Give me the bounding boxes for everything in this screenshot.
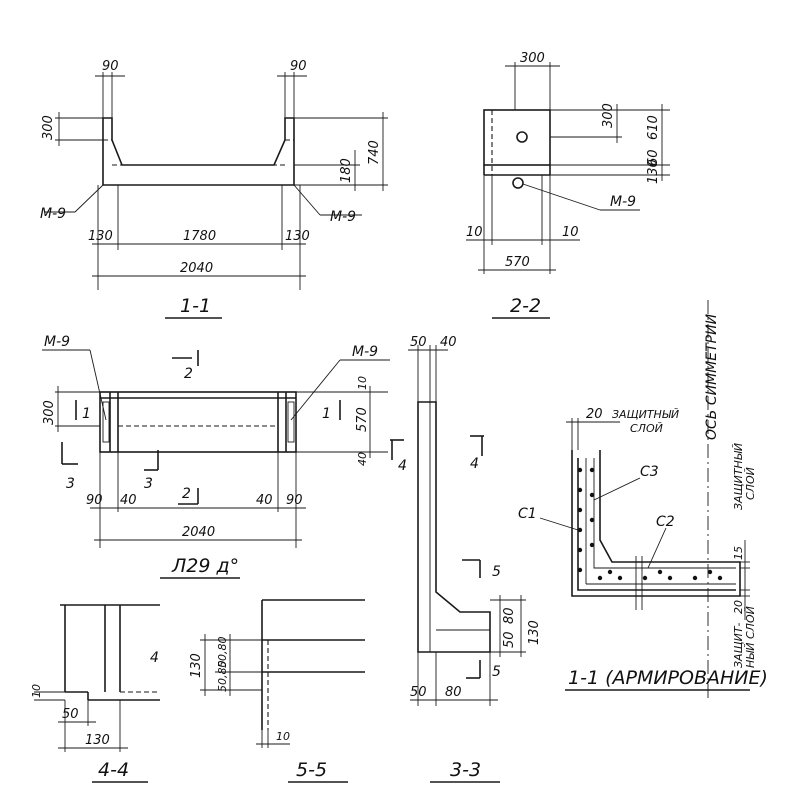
dim-2-2-610: 610 — [646, 115, 661, 140]
dim-3-3-50-side: 50 — [502, 631, 517, 648]
view-3-3-title: 3-3 — [450, 759, 481, 781]
dim-plan-90-right: 90 — [286, 493, 303, 508]
dim-2-2-130: 130 — [646, 159, 661, 184]
dim-2-2-60: 60 — [646, 149, 661, 166]
section-mark-5-top: 5 — [492, 564, 501, 580]
dim-plan-40-mid: 40 — [256, 493, 273, 508]
section-mark-1-left: 1 — [82, 406, 91, 422]
dim-3-3-80-side: 80 — [502, 607, 517, 624]
view-4-4-title: 4-4 — [98, 759, 129, 781]
dim-5-5-10: 10 — [276, 730, 290, 743]
dim-plan-40-left: 40 — [120, 493, 137, 508]
dim-1-1-2040: 2040 — [180, 261, 213, 276]
dim-plan-40-right: 40 — [356, 452, 369, 466]
dim-1-1-740: 740 — [367, 140, 382, 165]
plan-outline — [99, 391, 297, 453]
cover-top-label: ЗАЩИТНЫЙ — [612, 408, 679, 421]
view-plan: М-9 М-9 300 10 570 40 2 2 1 1 3 3 — [42, 334, 407, 579]
view-2-2-title: 2-2 — [510, 295, 541, 317]
dim-3-3-50-bottom: 50 — [410, 685, 427, 700]
section-mark-3-right: 3 — [144, 476, 153, 492]
dim-3-3-80-bottom: 80 — [445, 685, 462, 700]
view-reinforcement-title: 1-1 (АРМИРОВАНИЕ) — [568, 667, 768, 689]
dim-1-1-1780: 1780 — [183, 229, 216, 244]
dim-reinf-15: 15 — [732, 546, 745, 560]
view-3-3-outline — [417, 401, 491, 653]
view-reinforcement: ОСЬ СИММЕТРИИ 20 ЗАЩИТНЫЙ СЛОЙ — [518, 300, 768, 700]
axis-label: ОСЬ СИММЕТРИИ — [704, 313, 720, 440]
section-mark-5-bottom: 5 — [492, 664, 501, 680]
view-1-1-title: 1-1 — [180, 295, 211, 317]
dim-3-3-130-side: 130 — [527, 620, 542, 645]
rebar-dots — [577, 467, 723, 581]
section-mark-1-right: 1 — [322, 406, 331, 422]
mark-2-2-m9: М-9 — [610, 194, 636, 210]
cover-side-label-2: СЛОЙ — [744, 467, 757, 500]
view-1-1-outline — [102, 117, 295, 186]
section-mark-4-33: 4 — [470, 456, 479, 472]
dim-1-1-90-right: 90 — [290, 59, 307, 74]
dim-plan-570: 570 — [355, 407, 370, 432]
view-4-4: 4 10 50 130 4-4 — [30, 604, 160, 783]
dim-3-3-40-top: 40 — [440, 335, 457, 350]
mark-1-1-m9-right: М-9 — [330, 209, 356, 225]
plan-embed-right — [287, 401, 295, 443]
view-2-2-hole — [516, 131, 528, 143]
view-2-2-body — [483, 109, 551, 166]
dim-5-5-50-80: 50,80 — [216, 637, 229, 669]
bar-c1 — [577, 458, 736, 591]
dim-1-1-90-left: 90 — [102, 59, 119, 74]
dim-5-5-50-80-b: 50,80 — [216, 661, 229, 693]
section-mark-2-bottom: 2 — [182, 486, 191, 502]
section-mark-2-top: 2 — [184, 366, 193, 382]
dim-2-2-10-right: 10 — [562, 225, 579, 240]
dim-plan-2040: 2040 — [182, 525, 215, 540]
cover-bottom-label-2: НЫЙ СЛОЙ — [744, 606, 757, 668]
dim-plan-90-left: 90 — [86, 493, 103, 508]
mark-4-4: 4 — [150, 650, 159, 666]
dim-1-1-180: 180 — [339, 158, 354, 183]
view-5-5: 130 50,80 50,80 10 5-5 — [189, 599, 365, 783]
dim-reinf-20-bottom: 20 — [732, 600, 745, 614]
mark-1-1-m9-left: М-9 — [40, 206, 66, 222]
mark-plan-m9-right: М-9 — [352, 344, 378, 360]
label-c3: С3 — [640, 464, 659, 480]
dim-1-1-130-right: 130 — [285, 229, 310, 244]
bar-c3 — [593, 458, 736, 569]
label-c1: С1 — [518, 506, 537, 522]
dim-3-3-50-top: 50 — [410, 335, 427, 350]
cover-side-label: ЗАЩИТНЫЙ — [732, 443, 745, 510]
view-3-3: 50 40 4 5 5 80 50 130 50 80 3-3 — [408, 335, 542, 783]
plan-embed-left — [102, 401, 110, 443]
dim-reinf-20-top: 20 — [586, 407, 603, 422]
cover-bottom-label: ЗАЩИТ- — [732, 622, 745, 668]
cover-top-label-2: СЛОЙ — [630, 422, 663, 435]
dim-plan-300: 300 — [42, 400, 57, 425]
dim-plan-10: 10 — [356, 376, 369, 390]
view-2-2-embed — [512, 177, 524, 189]
dim-4-4-10: 10 — [30, 684, 43, 698]
dim-2-2-570: 570 — [505, 255, 530, 270]
section-mark-4-plan: 4 — [398, 458, 407, 474]
dim-4-4-50: 50 — [62, 707, 79, 722]
mark-plan-m9-left: М-9 — [44, 334, 70, 350]
dim-2-2-300-side: 300 — [601, 103, 616, 128]
view-1-1: 90 90 300 740 180 М-9 М-9 130 1780 130 — [40, 59, 388, 319]
label-c2: С2 — [656, 514, 675, 530]
dim-5-5-130: 130 — [189, 653, 204, 678]
view-plan-title: Л29 д° — [171, 555, 239, 577]
dim-1-1-300: 300 — [41, 115, 56, 140]
view-5-5-title: 5-5 — [296, 759, 327, 781]
dim-2-2-300-top: 300 — [520, 51, 545, 66]
dim-4-4-130: 130 — [85, 733, 110, 748]
dim-1-1-130-left: 130 — [88, 229, 113, 244]
view-2-2: 300 300 610 60 130 М-9 10 10 570 2-2 — [466, 51, 670, 319]
section-mark-3-left: 3 — [66, 476, 75, 492]
dim-2-2-10-left: 10 — [466, 225, 483, 240]
